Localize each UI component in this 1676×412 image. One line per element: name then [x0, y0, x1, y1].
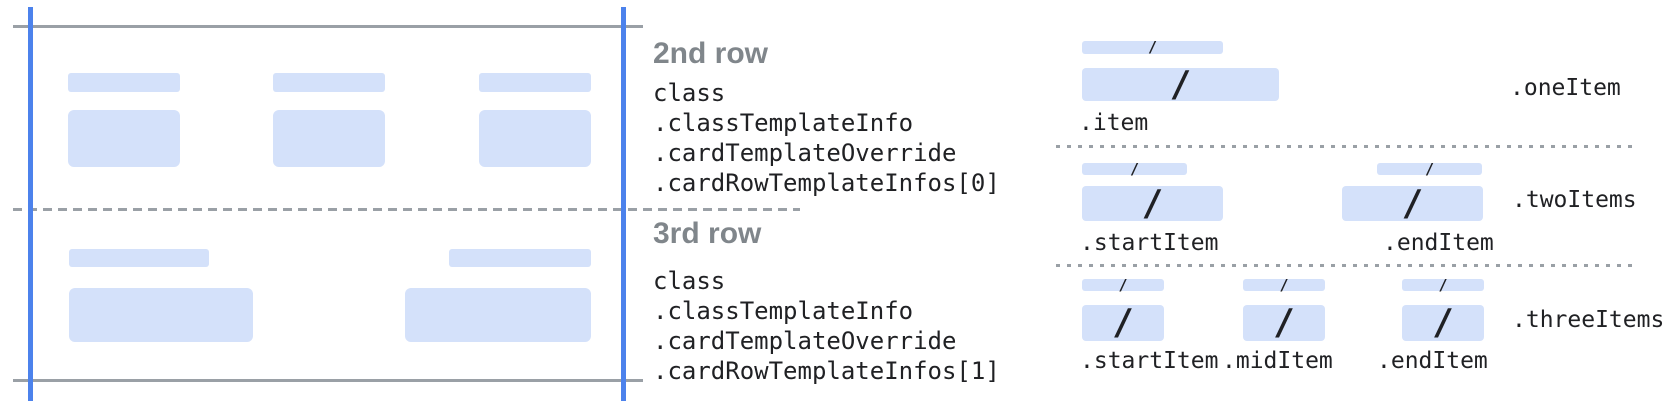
layout-name-label-two-items: .twoItems — [1512, 187, 1637, 213]
item-label-bar: / — [1402, 275, 1484, 294]
row3-title: 3rd row — [653, 217, 762, 250]
card-bottom-edge-line — [13, 379, 643, 382]
field-label-placeholder — [68, 73, 180, 92]
item-value-bar: / — [1243, 305, 1325, 341]
item-field-label: .midItem — [1222, 348, 1333, 374]
slash-separator-icon: / — [1112, 302, 1134, 343]
field-label-placeholder — [69, 249, 209, 267]
item-value-bar: / — [1082, 63, 1279, 105]
slash-separator-icon: / — [1169, 63, 1192, 105]
item-label-bar: / — [1082, 275, 1164, 294]
item-value-bar: / — [1402, 305, 1484, 341]
card-right-guide-line — [621, 7, 626, 401]
row3-class-path-line: .classTemplateInfo — [653, 297, 914, 325]
field-label-placeholder — [449, 249, 591, 267]
item-label-bar: / — [1377, 159, 1482, 178]
row-divider-dashed-line — [13, 208, 800, 211]
item-field-label: .endItem — [1377, 348, 1488, 374]
item-field-label: .endItem — [1383, 230, 1494, 256]
item-field-label: .item — [1079, 110, 1149, 136]
layout-name-label-three-items: .threeItems — [1512, 307, 1665, 333]
slash-separator-icon: / — [1432, 302, 1454, 343]
field-label-placeholder — [479, 73, 591, 92]
row2-class-path-line: class — [653, 79, 726, 107]
item-label-bar: / — [1243, 275, 1325, 294]
row3-class-path-line: class — [653, 267, 726, 295]
card-top-edge-line — [13, 25, 643, 28]
item-label-bar: / — [1082, 38, 1223, 56]
row2-title: 2nd row — [653, 37, 769, 70]
card-left-guide-line — [28, 7, 33, 401]
field-value-placeholder — [479, 110, 591, 167]
layout-name-label-one-item: .oneItem — [1510, 75, 1621, 101]
slash-separator-icon: / — [1118, 275, 1128, 294]
slash-separator-icon: / — [1129, 159, 1140, 178]
row3-class-path-line: .cardRowTemplateInfos[1] — [653, 357, 1000, 385]
slash-separator-icon: / — [1141, 182, 1164, 224]
slash-separator-icon: / — [1279, 275, 1289, 294]
row2-class-path-line: .cardRowTemplateInfos[0] — [653, 169, 1000, 197]
slash-separator-icon: / — [1147, 38, 1158, 56]
slash-separator-icon: / — [1424, 159, 1435, 178]
row3-class-path-line: .cardTemplateOverride — [653, 327, 957, 355]
item-field-label: .startItem — [1080, 348, 1219, 374]
field-label-placeholder — [273, 73, 385, 92]
item-label-bar: / — [1082, 159, 1187, 178]
row2-class-path-line: .cardTemplateOverride — [653, 139, 957, 167]
slash-separator-icon: / — [1438, 275, 1448, 294]
section-divider-dotted-line — [1056, 264, 1634, 267]
field-value-placeholder — [273, 110, 385, 167]
section-divider-dotted-line — [1056, 145, 1634, 148]
item-value-bar: / — [1342, 182, 1483, 224]
item-value-bar: / — [1082, 305, 1164, 341]
field-value-placeholder — [405, 288, 591, 342]
item-value-bar: / — [1082, 182, 1223, 224]
slash-separator-icon: / — [1401, 182, 1424, 224]
slash-separator-icon: / — [1273, 302, 1295, 343]
field-value-placeholder — [68, 110, 180, 167]
field-value-placeholder — [69, 288, 253, 342]
item-field-label: .startItem — [1080, 230, 1219, 256]
row2-class-path-line: .classTemplateInfo — [653, 109, 914, 137]
